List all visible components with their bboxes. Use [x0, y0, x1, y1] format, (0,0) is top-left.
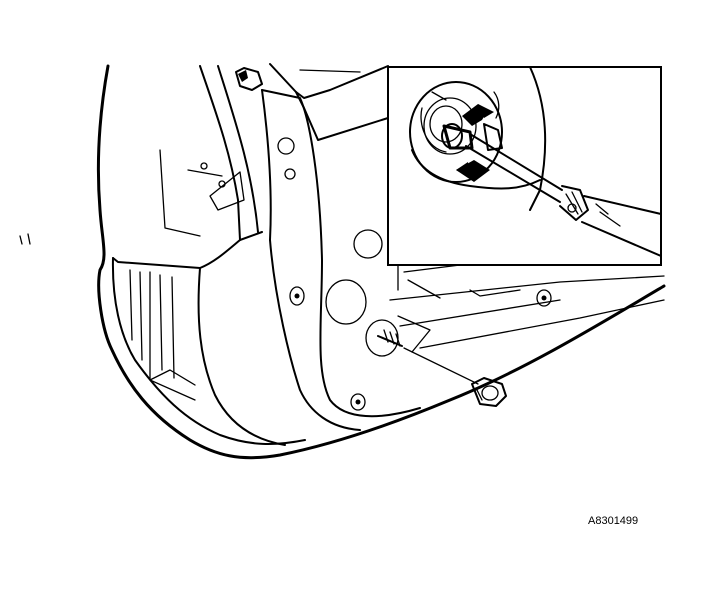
mounting-stud: [289, 286, 305, 306]
screwdriver-icon: [465, 133, 662, 257]
figure-code: A8301499: [588, 515, 639, 527]
nut-icon: [471, 377, 507, 407]
door-inner-panel: [19, 63, 666, 460]
leader-line: [403, 347, 479, 385]
mounting-stud: [350, 393, 366, 411]
rotation-arrow-icon: [456, 104, 494, 182]
detail-inset: [387, 66, 662, 299]
mounting-stud: [536, 289, 552, 307]
door-bolt: [365, 319, 403, 357]
